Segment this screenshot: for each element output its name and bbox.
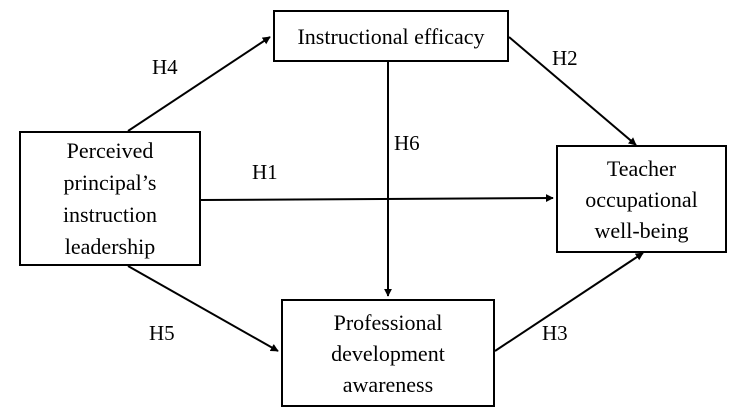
node-principal-leadership-label: Perceived principal’s instruction leader…: [62, 137, 158, 259]
node-instructional-efficacy: Instructional efficacy: [273, 10, 509, 62]
node-instructional-efficacy-label: Instructional efficacy: [297, 23, 485, 49]
arrow-h5: [127, 265, 279, 352]
label-h1: H1: [252, 160, 278, 184]
arrow-h3: [494, 252, 644, 352]
label-h2: H2: [552, 46, 578, 70]
label-h4: H4: [152, 55, 178, 79]
node-professional-development-label: Professional development awareness: [331, 309, 445, 397]
node-teacher-wellbeing-label: Teacher occupational well-being: [585, 155, 698, 243]
arrow-h4: [127, 36, 271, 132]
label-h3: H3: [542, 321, 568, 345]
arrow-h1: [200, 194, 554, 203]
node-principal-leadership: Perceived principal’s instruction leader…: [19, 131, 201, 266]
node-teacher-wellbeing: Teacher occupational well-being: [556, 145, 727, 253]
label-h6: H6: [394, 131, 420, 155]
node-professional-development: Professional development awareness: [281, 299, 495, 407]
label-h5: H5: [149, 321, 175, 345]
arrow-h2: [508, 36, 637, 146]
